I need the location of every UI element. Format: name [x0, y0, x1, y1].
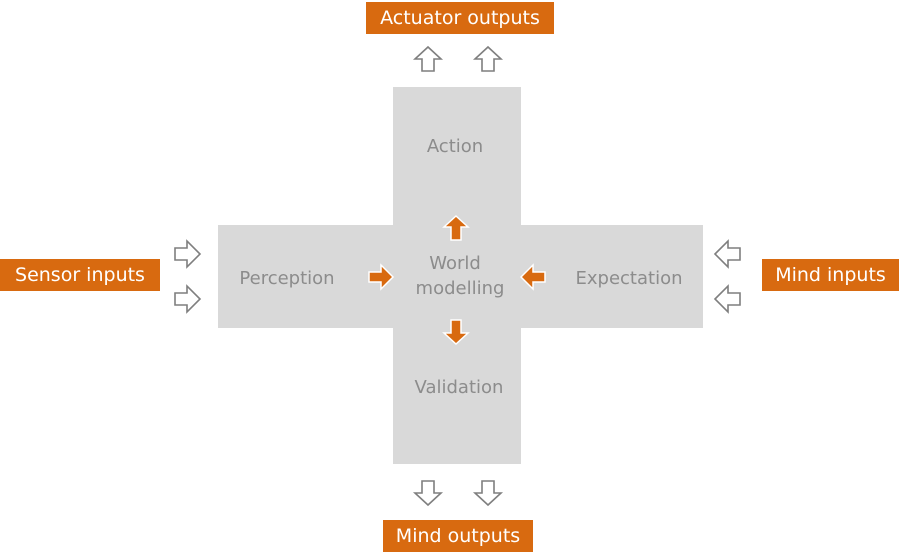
mind-output-arrow-icon — [472, 480, 504, 507]
actuator-output-arrow-icon — [472, 45, 504, 72]
world-to-action-arrow-icon — [442, 214, 470, 241]
mind-input-arrow-icon — [713, 239, 741, 269]
actuator-outputs-label: Actuator outputs — [366, 2, 554, 34]
stage-expectation: Expectation — [575, 268, 683, 289]
stage-validation: Validation — [414, 377, 504, 398]
mind-input-arrow-icon — [713, 284, 741, 314]
stage-action: Action — [426, 136, 484, 157]
world-to-validation-arrow-icon — [442, 319, 470, 346]
perception-to-world-arrow-icon — [368, 263, 395, 291]
stage-world-modelling-line2: modelling — [415, 278, 505, 299]
stage-perception: Perception — [239, 268, 335, 289]
mind-inputs-label: Mind inputs — [762, 259, 899, 291]
stage-world-modelling-line1: World — [429, 253, 481, 274]
sensor-input-arrow-icon — [174, 239, 202, 269]
mind-output-arrow-icon — [412, 480, 444, 507]
expectation-to-world-arrow-icon — [519, 263, 546, 291]
sensor-input-arrow-icon — [174, 284, 202, 314]
mind-outputs-label: Mind outputs — [383, 520, 533, 552]
cross-horizontal-bar — [218, 225, 703, 328]
actuator-output-arrow-icon — [412, 45, 444, 72]
sensor-inputs-label: Sensor inputs — [0, 259, 160, 291]
